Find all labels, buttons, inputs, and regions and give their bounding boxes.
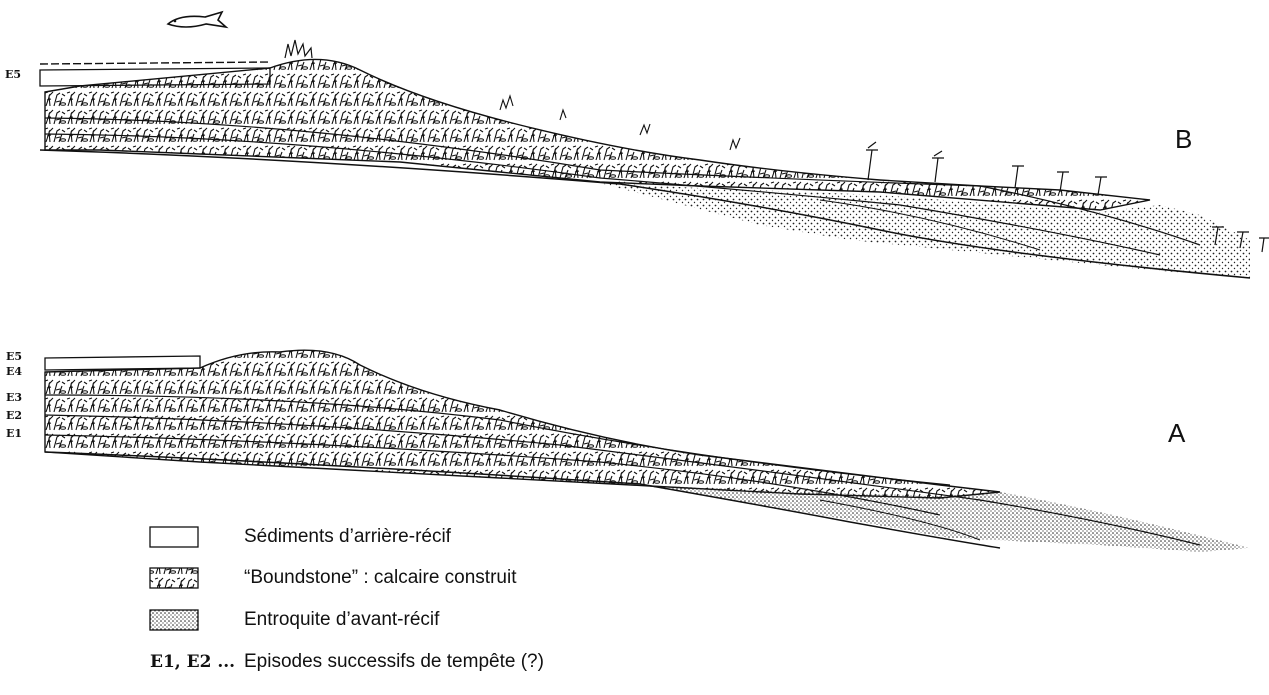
fore-reef-entroquite-b — [600, 183, 1250, 278]
legend-item-boundstone: “Boundstone” : calcaire construit — [244, 562, 516, 594]
legend-swatch-fore-reef — [150, 610, 198, 630]
section-a — [45, 350, 1250, 552]
episode-label-a-e3: E3 — [6, 391, 22, 404]
section-b — [40, 40, 1269, 278]
fish-icon — [168, 12, 226, 27]
legend-item-back-reef: Sédiments d’arrière-récif — [244, 521, 451, 553]
legend-label: “Boundstone” : calcaire construit — [244, 567, 516, 589]
legend-label: Entroquite d’avant-récif — [244, 609, 439, 631]
legend-label: Sédiments d’arrière-récif — [244, 526, 451, 548]
panel-letter-b: B — [1175, 124, 1192, 155]
sea-surface-line — [40, 62, 270, 64]
legend-item-episodes: E1, E2 ... Episodes successifs de tempêt… — [150, 646, 544, 678]
legend-item-fore-reef: Entroquite d’avant-récif — [244, 604, 439, 636]
episode-label-b-e5: E5 — [5, 68, 21, 81]
episode-label-a-e4: E4 — [6, 365, 22, 378]
legend-code: E1, E2 ... — [150, 652, 244, 672]
legend-label: Episodes successifs de tempête (?) — [244, 651, 544, 673]
episode-label-a-e5: E5 — [6, 350, 22, 363]
panel-letter-a: A — [1168, 418, 1185, 449]
episode-label-a-e1: E1 — [6, 427, 22, 440]
legend-swatch-back-reef — [150, 527, 198, 547]
episode-label-a-e2: E2 — [6, 409, 22, 422]
legend-swatch-boundstone — [150, 568, 198, 588]
